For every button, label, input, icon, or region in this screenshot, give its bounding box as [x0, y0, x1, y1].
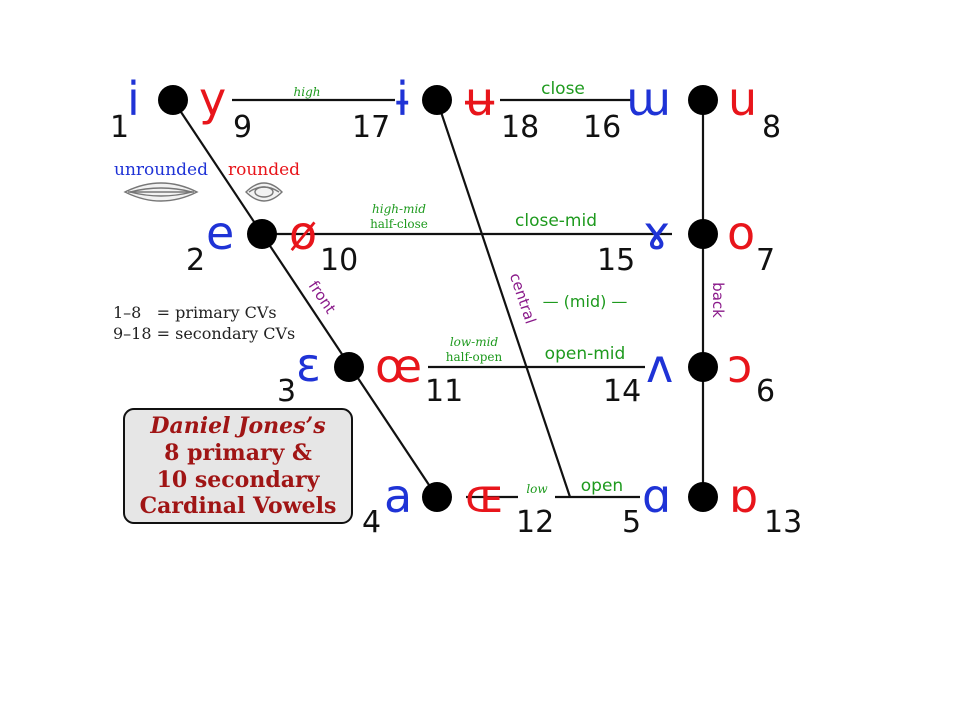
- numbering-key: 1–8 = primary CVs 9–18 = secondary CVs: [113, 303, 295, 343]
- title-line-2: 8 primary &: [164, 440, 312, 466]
- vowel-13: ɒ: [729, 469, 758, 523]
- vowel-3: ɛ: [296, 338, 321, 392]
- dot-close-back: [688, 85, 718, 115]
- lip-legend: unrounded rounded: [114, 160, 300, 202]
- key-secondary: 9–18 = secondary CVs: [113, 324, 295, 343]
- label-mid: — (mid) —: [543, 292, 628, 311]
- vowel-17: ɨ: [396, 72, 409, 126]
- vowel-1: i: [127, 72, 140, 126]
- number-5: 5: [622, 505, 641, 540]
- label-close: close: [541, 79, 585, 99]
- title-line-3: 10 secondary: [157, 467, 321, 493]
- vowel-numbers: 1 9 17 18 16 8 2 10 15 7 3 11 14 6 4 12 …: [110, 110, 802, 540]
- number-7: 7: [756, 243, 775, 278]
- rounded-lips-icon: [245, 182, 283, 202]
- dot-open-mid-front: [334, 352, 364, 382]
- label-back: back: [709, 282, 727, 318]
- vowel-6: ɔ: [727, 339, 752, 393]
- vowel-9: y: [199, 72, 226, 126]
- number-12: 12: [516, 505, 554, 540]
- number-15: 15: [597, 243, 635, 278]
- title-line-4: Cardinal Vowels: [140, 493, 337, 519]
- vowel-15: ɤ: [643, 206, 670, 260]
- label-low-mid: low-mid: [450, 335, 499, 349]
- dot-close-central: [422, 85, 452, 115]
- unrounded-lips-icon: [123, 182, 199, 202]
- vowel-18: ʉ: [465, 72, 495, 126]
- title-line-1: Daniel Jones’s: [149, 413, 325, 439]
- number-17: 17: [352, 110, 390, 145]
- number-3: 3: [277, 374, 296, 409]
- dot-close-mid-back: [688, 219, 718, 249]
- chart-lines: [172, 98, 705, 499]
- label-high-mid: high-mid: [372, 202, 426, 216]
- number-9: 9: [233, 110, 252, 145]
- label-half-close: half-close: [370, 217, 428, 231]
- vowel-7: o: [727, 206, 755, 260]
- vowel-14: ʌ: [646, 339, 673, 393]
- number-6: 6: [756, 374, 775, 409]
- height-labels: high close high-mid half-close close-mid…: [294, 79, 626, 496]
- vowel-11: œ: [375, 339, 422, 393]
- dot-close-front: [158, 85, 188, 115]
- label-high: high: [294, 85, 321, 99]
- title-box: Daniel Jones’s 8 primary & 10 secondary …: [123, 408, 353, 524]
- vowel-2: e: [206, 206, 234, 260]
- label-unrounded: unrounded: [114, 160, 208, 180]
- number-10: 10: [320, 243, 358, 278]
- number-2: 2: [186, 243, 205, 278]
- central-line: [435, 99, 572, 498]
- front-edge-line: [172, 99, 438, 498]
- number-18: 18: [501, 110, 539, 145]
- label-front: front: [305, 277, 340, 317]
- vowel-dots: [158, 85, 718, 512]
- number-13: 13: [764, 505, 802, 540]
- vowel-symbols: i y ɨ ʉ ɯ u e ø ɤ o ɛ œ ʌ ɔ a ɶ ɑ ɒ: [127, 72, 758, 523]
- label-open: open: [581, 476, 623, 496]
- number-14: 14: [603, 374, 641, 409]
- label-close-mid: close-mid: [515, 211, 597, 231]
- dot-open-back: [688, 482, 718, 512]
- dot-close-mid-front: [247, 219, 277, 249]
- dot-open-mid-back: [688, 352, 718, 382]
- number-4: 4: [362, 505, 381, 540]
- number-8: 8: [762, 110, 781, 145]
- position-labels: front central back — (mid) —: [305, 271, 727, 326]
- number-16: 16: [583, 110, 621, 145]
- label-half-open: half-open: [446, 350, 503, 364]
- vowel-8: u: [728, 72, 757, 126]
- label-low: low: [526, 482, 548, 496]
- vowel-12: ɶ: [465, 469, 504, 523]
- vowel-16: ɯ: [626, 72, 671, 126]
- vowel-5: ɑ: [642, 469, 671, 523]
- title-box-frame: [123, 408, 353, 524]
- vowel-4: a: [384, 469, 412, 523]
- label-open-mid: open-mid: [545, 344, 626, 364]
- number-11: 11: [425, 374, 463, 409]
- vowel-10: ø: [289, 206, 317, 260]
- number-1: 1: [110, 110, 129, 145]
- key-primary: 1–8 = primary CVs: [113, 303, 277, 322]
- label-rounded: rounded: [228, 160, 300, 180]
- dot-open-front: [422, 482, 452, 512]
